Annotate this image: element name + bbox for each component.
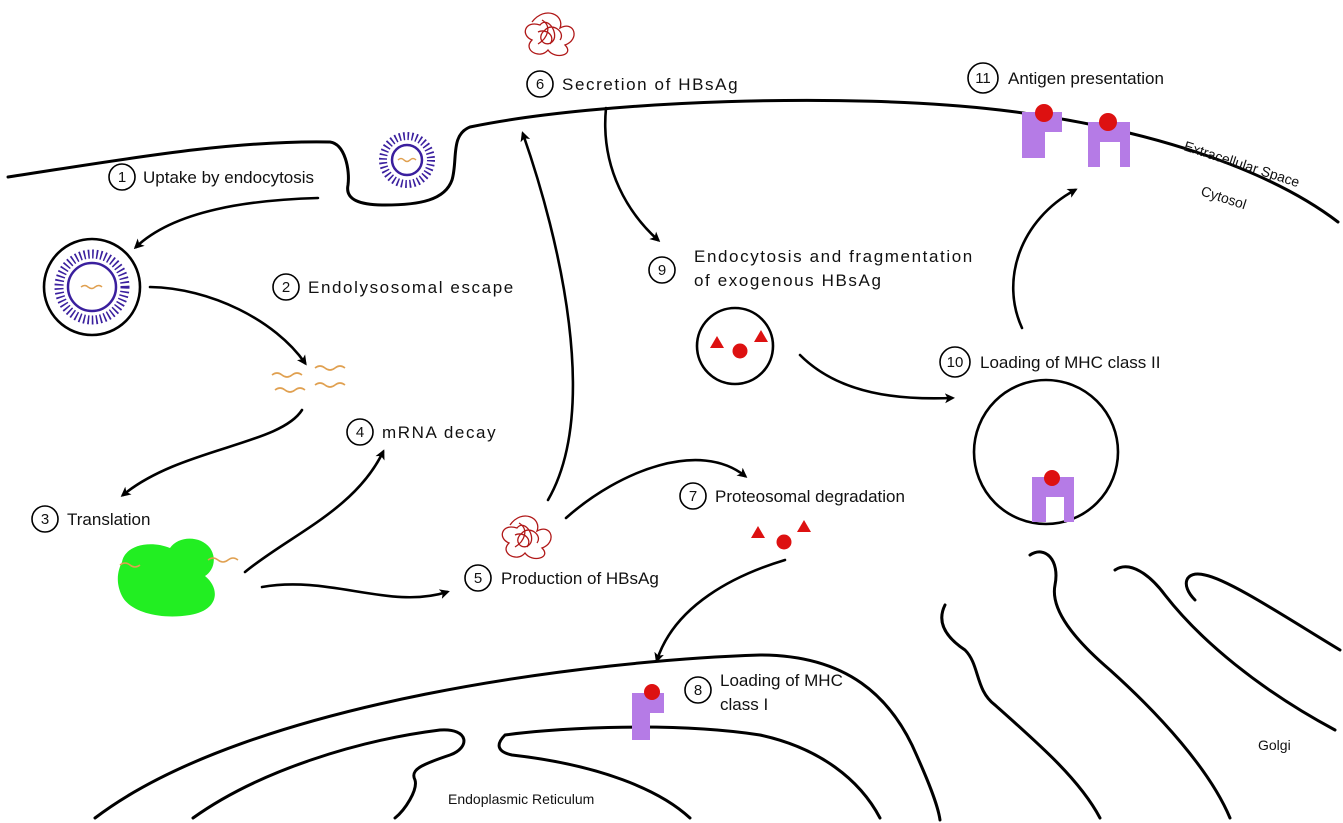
step-5-number: 5 — [474, 570, 482, 587]
arrow-er-loading — [657, 560, 785, 660]
surface-mhc-class-ii — [1088, 113, 1130, 167]
arrow-secretion — [523, 134, 573, 500]
arrow-uptake — [136, 198, 318, 247]
region-cytosol: Cytosol — [1199, 183, 1248, 213]
arrow-production — [262, 584, 447, 597]
step-5-label: Production of HBsAg — [501, 569, 659, 588]
mhc-ii-vesicle — [974, 380, 1118, 524]
step-8-label-line1: Loading of MHC — [720, 671, 843, 690]
step-4-label: mRNA decay — [382, 423, 497, 442]
step-10: 10 Loading of MHC class II — [940, 347, 1160, 377]
arrow-reuptake — [605, 108, 658, 240]
arrow-presentation — [1013, 190, 1075, 328]
ribosome — [118, 539, 238, 617]
step-9-number: 9 — [658, 262, 666, 279]
mhc-class-i — [632, 684, 664, 740]
step-7: 7 Proteosomal degradation — [680, 483, 905, 509]
degraded-fragments — [751, 520, 811, 550]
region-er: Endoplasmic Reticulum — [448, 791, 594, 807]
hbsag-protein-produced — [502, 516, 551, 558]
step-9: 9 Endocytosis and fragmentation of exoge… — [649, 247, 974, 290]
step-7-label: Proteosomal degradation — [715, 487, 905, 506]
arrow-translation — [123, 410, 302, 495]
arrow-mhc-ii-loading — [800, 355, 952, 398]
hbsag-protein-secreted — [525, 13, 574, 55]
step-3: 3 Translation — [32, 506, 150, 532]
step-10-number: 10 — [947, 354, 964, 371]
arrow-mrna-decay — [245, 452, 383, 572]
step-3-number: 3 — [41, 511, 49, 528]
step-8-number: 8 — [694, 682, 702, 699]
step-11-label: Antigen presentation — [1008, 69, 1164, 88]
step-6: 6 Secretion of HBsAg — [527, 71, 739, 97]
step-1: 1 Uptake by endocytosis — [109, 164, 314, 190]
step-8-label-line2: class I — [720, 695, 768, 714]
lnp-in-membrane-pit — [383, 136, 431, 184]
step-7-number: 7 — [689, 488, 697, 505]
step-4-number: 4 — [356, 424, 364, 441]
step-2: 2 Endolysosomal escape — [273, 274, 515, 300]
plasma-membrane — [8, 100, 1338, 222]
step-5: 5 Production of HBsAg — [465, 565, 659, 591]
step-4: 4 mRNA decay — [347, 419, 497, 445]
step-11: 11 Antigen presentation — [968, 63, 1164, 93]
step-2-label: Endolysosomal escape — [308, 278, 515, 297]
step-6-number: 6 — [536, 76, 544, 93]
step-2-number: 2 — [282, 279, 290, 296]
step-3-label: Translation — [67, 510, 150, 529]
step-1-number: 1 — [118, 169, 126, 186]
released-mrna — [272, 366, 345, 392]
golgi-apparatus — [942, 552, 1340, 818]
step-11-number: 11 — [975, 70, 991, 87]
step-1-label: Uptake by endocytosis — [143, 168, 314, 187]
surface-mhc-class-i — [1022, 104, 1062, 158]
step-9-label-line2: of exogenous HBsAg — [694, 271, 883, 290]
step-9-label-line1: Endocytosis and fragmentation — [694, 247, 974, 266]
endosome-exogenous-hbsag — [697, 308, 773, 384]
region-extracellular: Extracellular Space — [1182, 138, 1302, 191]
step-6-label: Secretion of HBsAg — [562, 75, 739, 94]
step-8: 8 Loading of MHC class I — [685, 671, 843, 714]
step-10-label: Loading of MHC class II — [980, 353, 1160, 372]
region-golgi: Golgi — [1258, 737, 1291, 753]
endosome-with-lnp — [44, 239, 140, 335]
